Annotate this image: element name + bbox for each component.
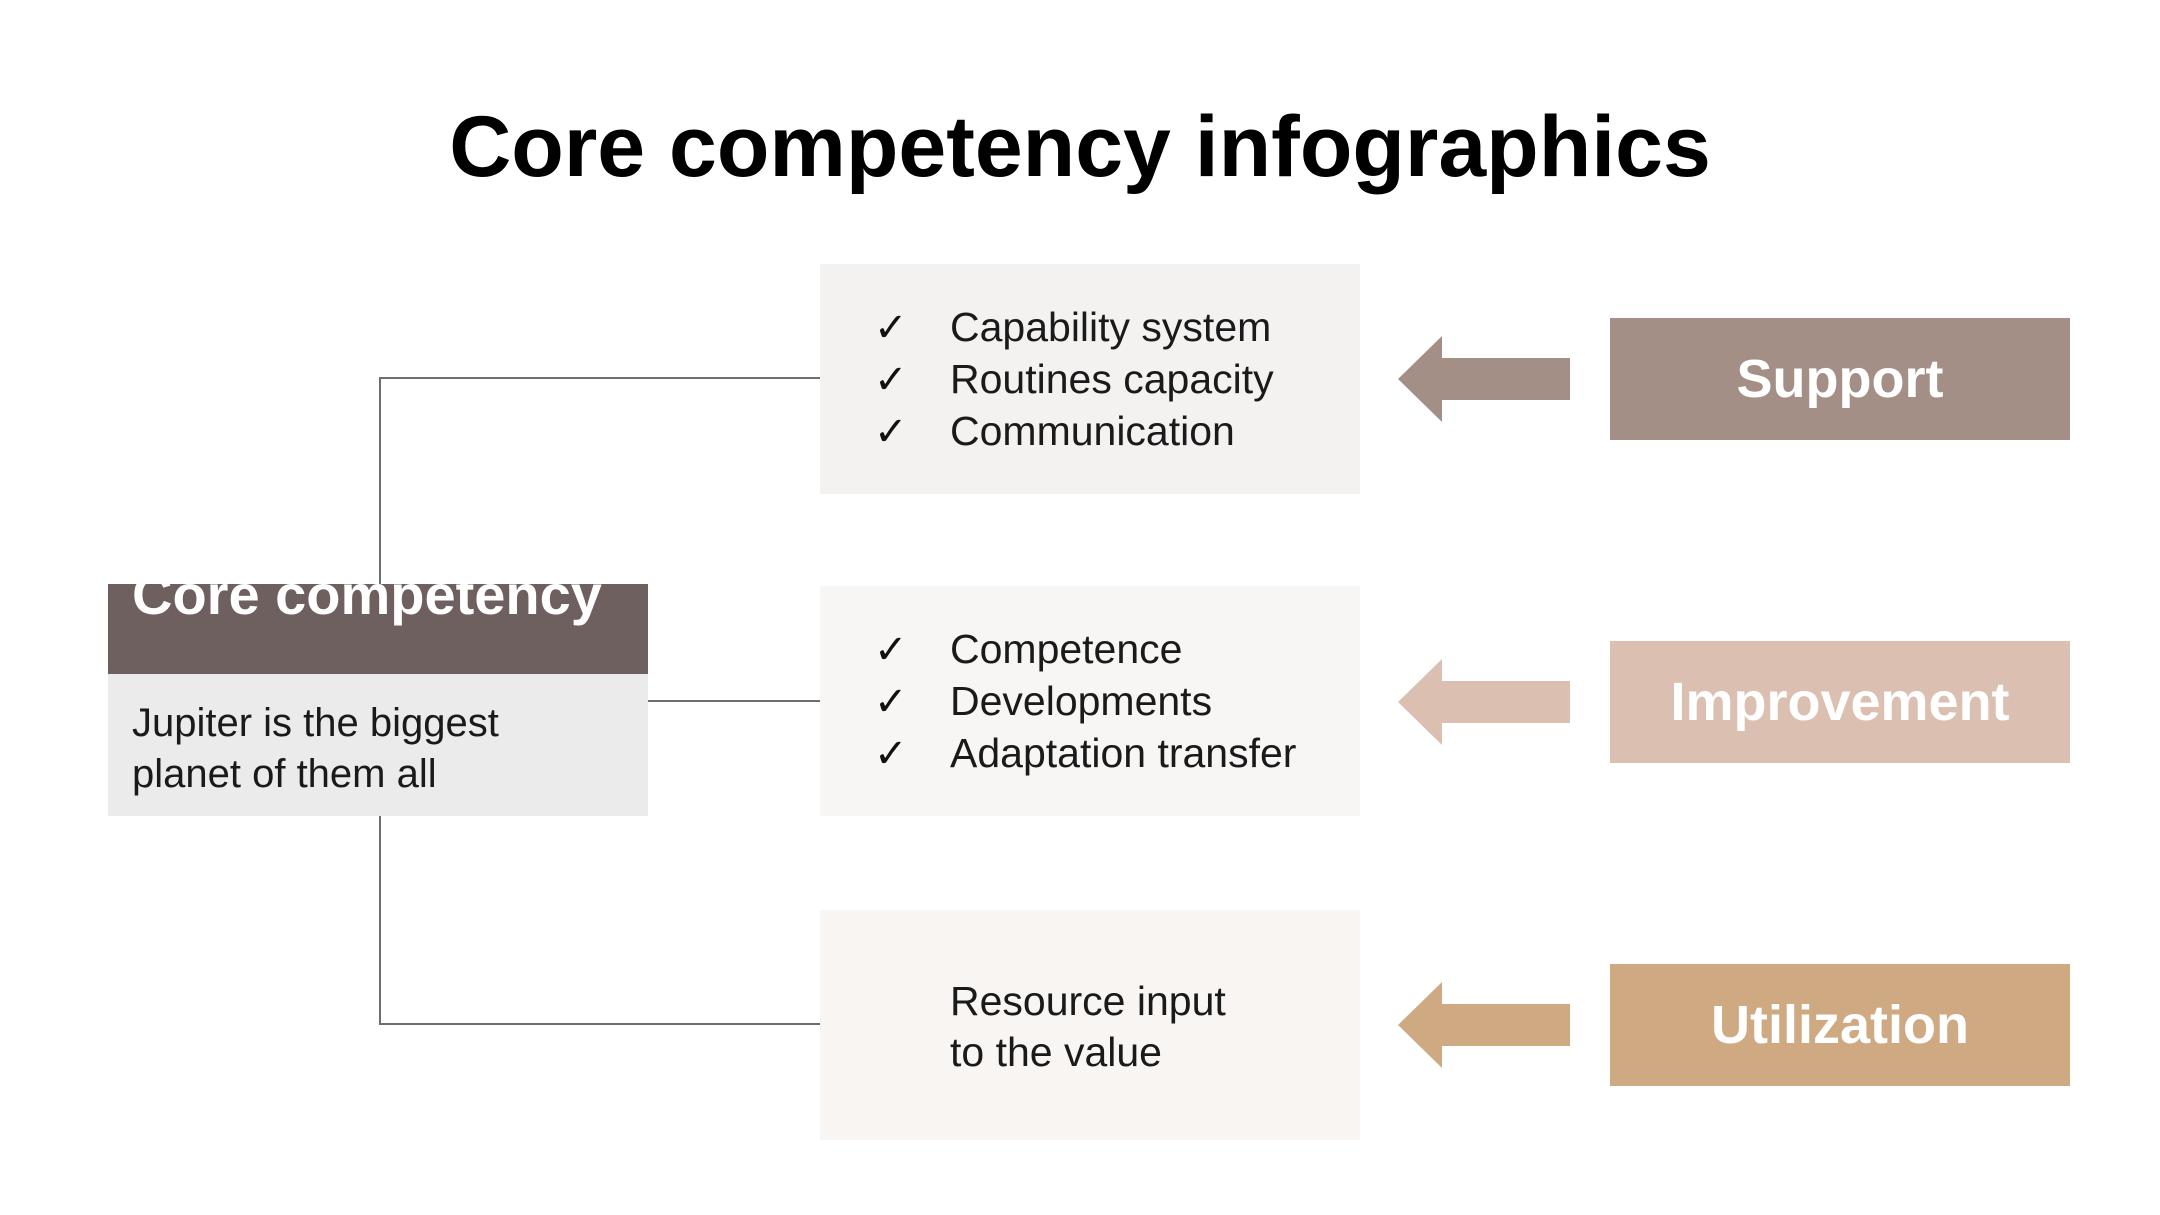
panel-utilization: Resource input to the value: [820, 910, 1360, 1140]
panel-support: ✓ Capability system ✓ Routines capacity ✓ C…: [820, 264, 1360, 494]
panel-text: Resource input to the value: [950, 976, 1226, 1078]
arrow-shape: [1398, 982, 1570, 1068]
core-competency-header: Core competency: [108, 584, 648, 674]
list-item: ✓ Developments: [874, 676, 1296, 728]
list-item: ✓ Competence: [874, 624, 1296, 676]
panel-text-line: to the value: [950, 1029, 1162, 1075]
arrow-shape: [1398, 659, 1570, 745]
tag-label: Support: [1736, 349, 1944, 409]
core-description-line: planet of them all: [132, 752, 437, 796]
check-icon: ✓: [874, 627, 908, 673]
arrow-shape: [1398, 336, 1570, 422]
list-item-label: Developments: [950, 678, 1213, 724]
core-competency-description: Jupiter is the biggest planet of them al…: [132, 698, 632, 800]
arrow-left-icon: [1398, 659, 1570, 745]
list-item-label: Communication: [950, 408, 1235, 454]
checklist: ✓ Capability system ✓ Routines capacity ✓ C…: [874, 302, 1274, 458]
list-item-label: Routines capacity: [950, 356, 1274, 402]
core-competency-title: Core competency: [132, 584, 602, 626]
list-item: ✓ Communication: [874, 406, 1274, 458]
check-icon: ✓: [874, 305, 908, 351]
list-item: ✓ Routines capacity: [874, 354, 1274, 406]
core-competency-body: Jupiter is the biggest planet of them al…: [108, 674, 648, 816]
page-title: Core competency infographics: [449, 99, 1711, 195]
tag-improvement: Improvement: [1610, 641, 2070, 763]
connector-bottom: [379, 816, 820, 1025]
checklist: ✓ Competence ✓ Developments ✓ Adaptation tr…: [874, 624, 1296, 780]
tag-utilization: Utilization: [1610, 964, 2070, 1086]
arrow-left-icon: [1398, 982, 1570, 1068]
check-icon: ✓: [874, 409, 908, 455]
list-item: ✓ Capability system: [874, 302, 1274, 354]
list-item-label: Adaptation transfer: [950, 730, 1297, 776]
check-icon: ✓: [874, 731, 908, 777]
tag-label: Improvement: [1670, 672, 2010, 732]
panel-text-line: Resource input: [950, 978, 1226, 1024]
tag-support: Support: [1610, 318, 2070, 440]
check-icon: ✓: [874, 357, 908, 403]
panel-improvement: ✓ Competence ✓ Developments ✓ Adaptation tr…: [820, 586, 1360, 816]
connector-top: [379, 377, 820, 584]
list-item: ✓ Adaptation transfer: [874, 728, 1296, 780]
check-icon: ✓: [874, 679, 908, 725]
tag-label: Utilization: [1711, 995, 1969, 1055]
arrow-left-icon: [1398, 336, 1570, 422]
list-item-label: Competence: [950, 626, 1183, 672]
list-item-label: Capability system: [950, 304, 1272, 350]
core-description-line: Jupiter is the biggest: [132, 701, 499, 745]
